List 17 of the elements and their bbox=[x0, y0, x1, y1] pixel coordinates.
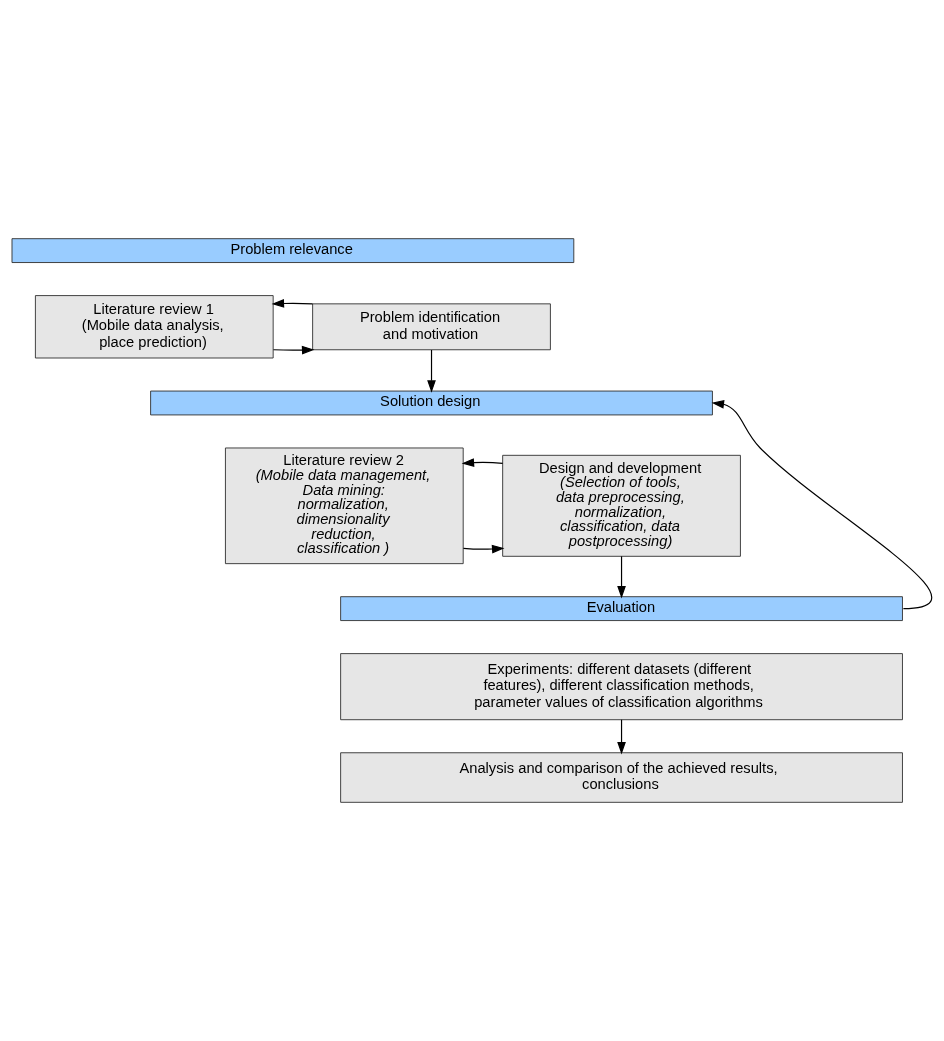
arrow bbox=[271, 299, 314, 308]
arrow bbox=[461, 458, 504, 467]
arrow bbox=[711, 400, 932, 610]
arrow bbox=[462, 544, 505, 554]
arrow bbox=[427, 349, 436, 393]
node-box: Design and development (Selection of tools, data preprocessing, normalization, classification, data postprocessing) bbox=[502, 454, 741, 557]
node-box: Literature review 2 (Mobile data management, Data mining: normalization, dimensionality reduction, classification ) bbox=[224, 447, 464, 565]
node-box: Problem identification and motivation bbox=[312, 303, 551, 351]
node-box: Literature review 1 (Mobile data analysis, place prediction) bbox=[34, 295, 274, 359]
node-box: Experiments: different datasets (different features), different classification methods, parameter values of classification algorithms bbox=[340, 653, 903, 721]
node-box: Problem relevance bbox=[11, 238, 575, 263]
arrow bbox=[272, 345, 315, 355]
arrow bbox=[617, 555, 626, 599]
node-box: Evaluation bbox=[340, 596, 903, 621]
arrow bbox=[617, 719, 626, 755]
node-box: Analysis and comparison of the achieved results, conclusions bbox=[340, 752, 903, 803]
node-box: Solution design bbox=[150, 390, 713, 416]
